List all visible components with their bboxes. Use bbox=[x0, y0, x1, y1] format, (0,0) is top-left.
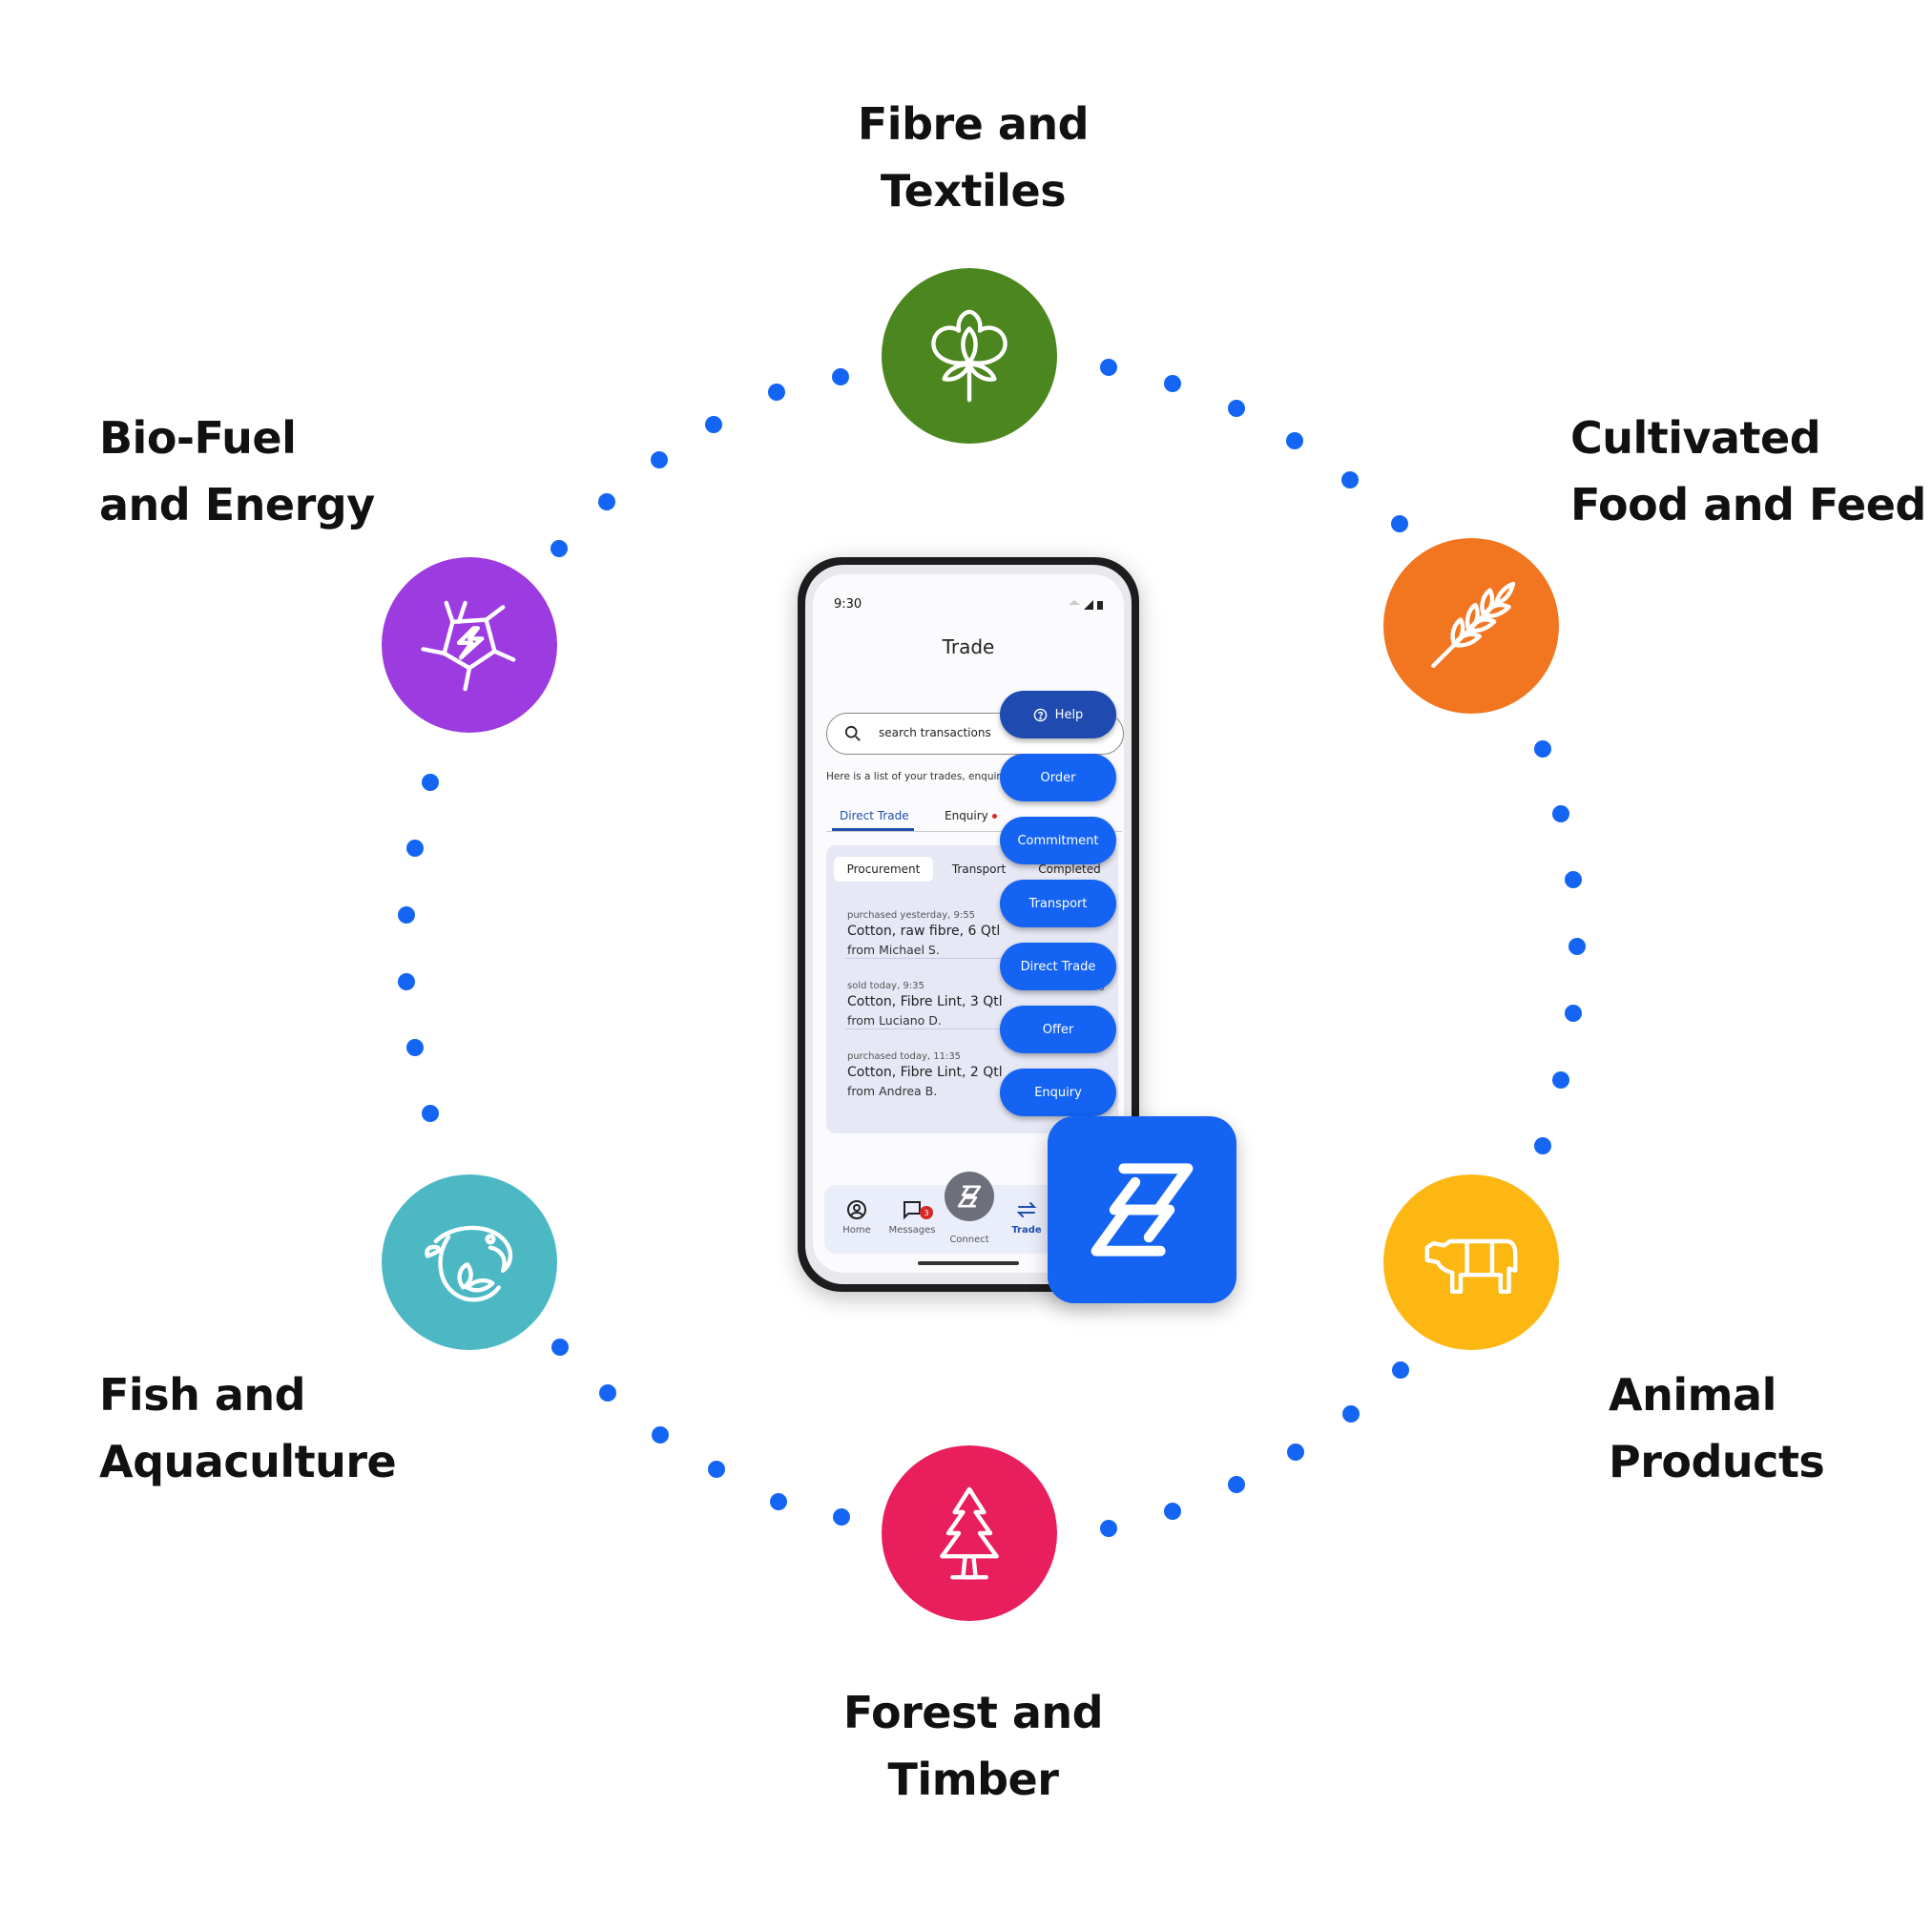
ring-dot bbox=[1552, 1071, 1569, 1089]
messages-badge: 3 bbox=[920, 1206, 933, 1219]
phone-mockup: 9:30 Trade search transactions Here is a… bbox=[798, 557, 1139, 1292]
ring-dot bbox=[406, 1039, 424, 1056]
page-title: Trade bbox=[942, 635, 995, 658]
order-button[interactable]: Order bbox=[1000, 754, 1116, 801]
ring-dot bbox=[406, 840, 424, 857]
connect-logo-icon bbox=[957, 1185, 982, 1208]
wheat-icon bbox=[1431, 581, 1516, 668]
ring-dot bbox=[705, 416, 722, 433]
ring-dot bbox=[1287, 1444, 1304, 1461]
ring-dot bbox=[1391, 515, 1408, 532]
ring-dot bbox=[1552, 805, 1569, 822]
nav-connect-label: Connect bbox=[949, 1235, 989, 1245]
nav-messages[interactable]: 3 Messages bbox=[883, 1198, 941, 1236]
transport-button[interactable]: Transport bbox=[1000, 880, 1116, 927]
ring-dot bbox=[652, 1426, 669, 1444]
ring-dot bbox=[551, 1339, 569, 1356]
offer-button[interactable]: Offer bbox=[1000, 1006, 1116, 1053]
phone-screen: 9:30 Trade search transactions Here is a… bbox=[813, 574, 1124, 1273]
ring-dot bbox=[708, 1461, 725, 1478]
help-icon bbox=[1033, 708, 1047, 721]
tab-direct-trade[interactable]: Direct Trade bbox=[840, 809, 909, 822]
nav-trade[interactable]: Trade bbox=[998, 1198, 1055, 1236]
ring-dot bbox=[768, 384, 785, 401]
ring-dot bbox=[770, 1493, 787, 1510]
cotton-icon bbox=[931, 309, 1008, 403]
fibre-category-circle bbox=[882, 268, 1057, 444]
ring-dot bbox=[422, 1105, 439, 1122]
ring-dot bbox=[1164, 1503, 1181, 1520]
search-icon bbox=[844, 725, 861, 741]
animal-category-circle bbox=[1383, 1174, 1559, 1350]
fish-category-circle bbox=[382, 1174, 557, 1350]
ring-dot bbox=[551, 540, 568, 557]
nav-connect-button[interactable] bbox=[945, 1172, 994, 1221]
segment-completed[interactable]: Completed bbox=[1038, 862, 1101, 876]
biofuel-category-circle bbox=[382, 557, 557, 733]
nav-home[interactable]: Home bbox=[828, 1198, 885, 1236]
search-placeholder: search transactions bbox=[879, 726, 991, 739]
home-indicator bbox=[918, 1261, 1019, 1265]
ring-dot bbox=[832, 368, 849, 385]
ring-dot bbox=[422, 774, 439, 791]
enquiry-alert-dot bbox=[991, 814, 997, 819]
ring-dot bbox=[1228, 400, 1245, 417]
messages-icon bbox=[904, 1201, 921, 1220]
list-description: Here is a list of your trades, enquiries bbox=[826, 771, 1015, 782]
ring-dot bbox=[1568, 938, 1586, 955]
segment-transport[interactable]: Transport bbox=[951, 862, 1007, 876]
energy-molecule-icon bbox=[421, 600, 516, 692]
forest-category-circle bbox=[882, 1445, 1057, 1621]
commitment-button[interactable]: Commitment bbox=[1000, 817, 1116, 864]
cultivated-category-circle bbox=[1383, 538, 1559, 714]
tree-icon bbox=[940, 1486, 999, 1580]
cow-icon bbox=[1424, 1238, 1518, 1294]
ring-dot bbox=[1342, 1405, 1360, 1423]
ring-dot bbox=[651, 451, 668, 468]
ring-dot bbox=[1534, 1137, 1551, 1154]
ring-dot bbox=[1392, 1361, 1409, 1379]
status-time: 9:30 bbox=[834, 597, 862, 612]
ring-dot bbox=[598, 493, 615, 510]
home-icon bbox=[847, 1200, 866, 1219]
ring-dot bbox=[398, 906, 415, 924]
segment-procurement[interactable]: Procurement bbox=[834, 857, 933, 882]
app-logo-tile bbox=[1048, 1116, 1236, 1303]
ring-dot bbox=[1341, 471, 1359, 488]
enquiry-button[interactable]: Enquiry bbox=[1000, 1069, 1116, 1116]
ring-dot bbox=[398, 973, 415, 990]
ring-dot bbox=[1534, 740, 1551, 758]
active-tab-indicator bbox=[832, 828, 914, 831]
app-logo-icon bbox=[1091, 1163, 1194, 1257]
help-button[interactable]: Help bbox=[1000, 691, 1116, 738]
trade-arrows-icon bbox=[1016, 1202, 1037, 1217]
ring-dot bbox=[599, 1384, 616, 1402]
fish-icon bbox=[425, 1225, 513, 1302]
direct-trade-button[interactable]: Direct Trade bbox=[1000, 943, 1116, 990]
tab-enquiry[interactable]: Enquiry bbox=[945, 809, 997, 822]
ring-dot bbox=[1565, 1005, 1582, 1022]
ring-dot bbox=[1286, 432, 1303, 449]
signal-battery-icon bbox=[1069, 600, 1103, 610]
ring-dot bbox=[1100, 1520, 1117, 1537]
ring-dot bbox=[1100, 359, 1117, 376]
ring-dot bbox=[1164, 375, 1181, 392]
ring-dot bbox=[1565, 871, 1582, 888]
ring-dot bbox=[1228, 1476, 1245, 1493]
ring-dot bbox=[833, 1508, 850, 1526]
